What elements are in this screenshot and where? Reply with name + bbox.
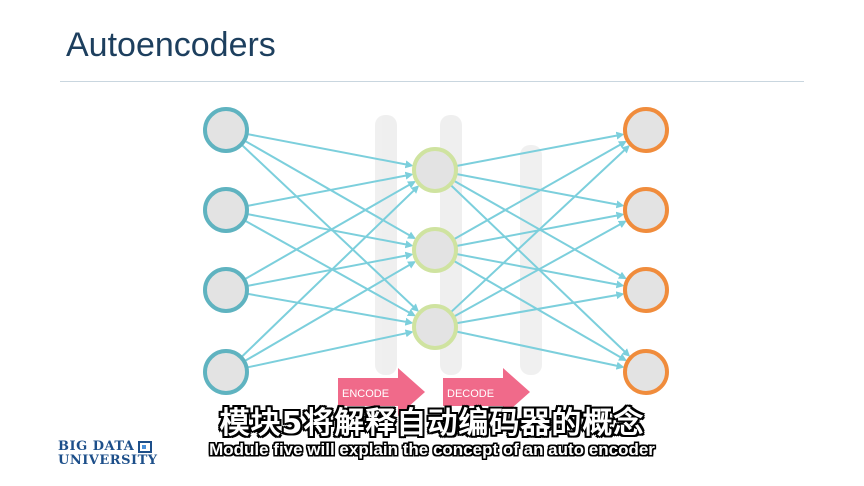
logo-icon	[138, 441, 153, 453]
subtitle-english: Module five will explain the concept of …	[209, 440, 655, 459]
decode-label: DECODE	[447, 388, 494, 400]
output-node	[623, 267, 669, 313]
decode-edge	[455, 330, 625, 370]
decode-edge	[455, 291, 625, 325]
input-node	[203, 187, 249, 233]
hidden-node	[412, 227, 458, 273]
decode-edge	[449, 145, 630, 314]
encode-edge	[243, 180, 416, 281]
input-node	[203, 349, 249, 395]
encode-edge	[246, 292, 414, 326]
network-edges	[240, 131, 631, 370]
network-nodes	[203, 107, 669, 395]
decode-edge	[452, 220, 627, 318]
output-node	[623, 349, 669, 395]
encode-edge	[246, 132, 414, 169]
hidden-node	[412, 304, 458, 350]
decode-edge	[455, 131, 625, 168]
encode-edge	[246, 329, 414, 369]
encode-edge	[240, 185, 420, 359]
encode-arrow: ENCODE	[338, 368, 425, 416]
logo-line1: BIG DATA	[58, 439, 135, 454]
output-node	[623, 187, 669, 233]
encode-label: ENCODE	[342, 388, 389, 400]
subtitle-chinese: 模块5将解释自动编码器的概念	[219, 406, 645, 441]
input-node	[203, 267, 249, 313]
slide-title: Autoencoders	[66, 26, 276, 64]
encode-edge	[240, 143, 419, 312]
decode-edge	[452, 259, 627, 361]
decode-edge	[452, 140, 627, 241]
encode-edge	[243, 219, 416, 317]
input-node	[203, 107, 249, 153]
encode-edge	[246, 171, 414, 208]
logo-line2: UNIVERSITY	[58, 453, 158, 468]
encode-edge	[246, 251, 414, 288]
hidden-node	[412, 147, 458, 193]
output-node	[623, 107, 669, 153]
big-data-university-logo: BIG DATA UNIVERSITY	[58, 440, 168, 468]
title-divider	[60, 81, 804, 82]
encode-edge	[243, 261, 417, 363]
decode-arrow: DECODE	[443, 368, 530, 416]
